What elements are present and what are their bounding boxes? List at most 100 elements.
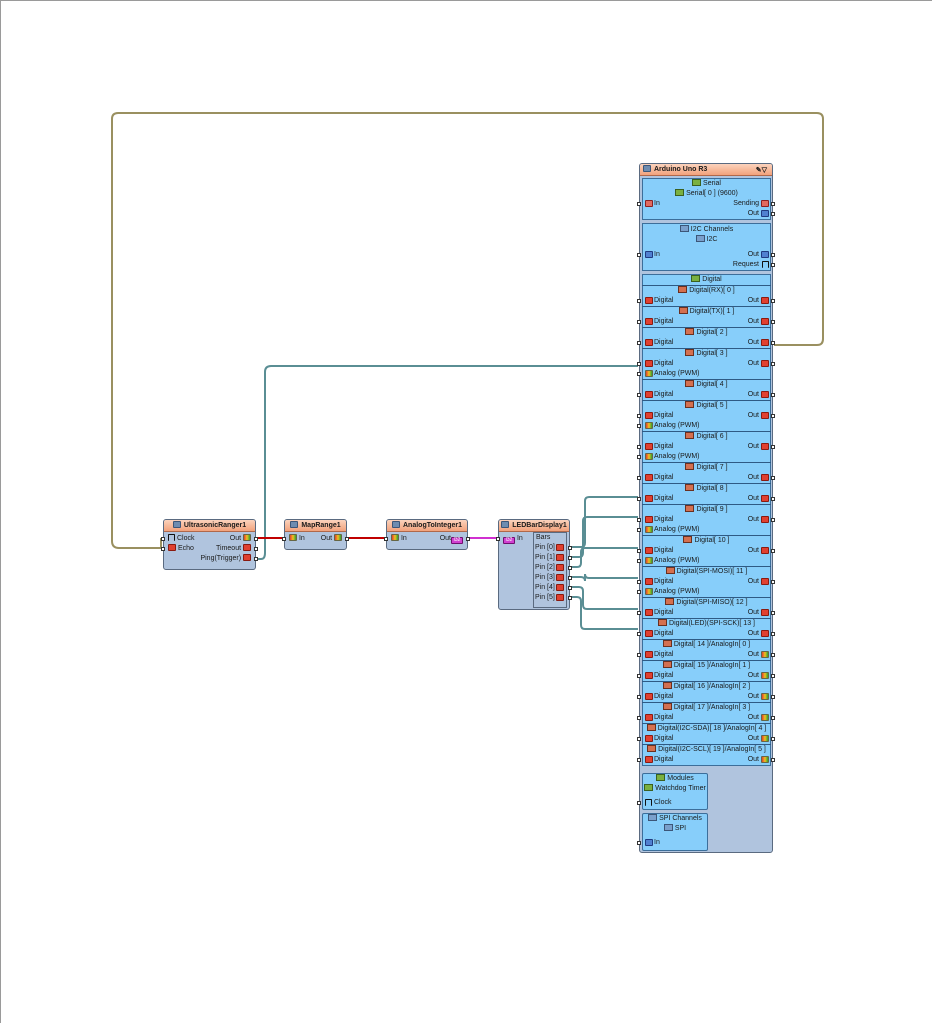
port-dot[interactable] — [771, 580, 775, 584]
port-dot[interactable] — [637, 299, 641, 303]
port-dot[interactable] — [771, 320, 775, 324]
channel-row[interactable]: Analog (PWM) — [642, 587, 771, 597]
port-dot[interactable] — [637, 841, 641, 845]
port-dot[interactable] — [637, 202, 641, 206]
pin-out[interactable]: Out — [230, 534, 251, 543]
wire-led-pin-0[interactable] — [571, 496, 638, 548]
port-dot[interactable] — [637, 455, 641, 459]
settings-icon[interactable]: ✎▽ — [755, 167, 767, 174]
port-dot[interactable] — [637, 445, 641, 449]
port-dot[interactable] — [771, 393, 775, 397]
port-dot[interactable] — [771, 497, 775, 501]
port-dot[interactable] — [771, 445, 775, 449]
port-dot[interactable] — [771, 549, 775, 553]
port-dot[interactable] — [637, 632, 641, 636]
channel-row[interactable]: Analog (PWM) — [642, 452, 771, 462]
port-dot[interactable] — [771, 362, 775, 366]
port-dot[interactable] — [771, 341, 775, 345]
port-dot[interactable] — [637, 549, 641, 553]
port-dot[interactable] — [771, 716, 775, 720]
channel-row[interactable]: Analog (PWM) — [642, 369, 771, 379]
port-dot[interactable] — [637, 580, 641, 584]
channel-row[interactable]: Analog (PWM) — [642, 525, 771, 535]
component-ultrasonic-ranger[interactable]: UltrasonicRanger1 Clock Echo Out Timeout… — [161, 519, 258, 570]
port-dot[interactable] — [771, 518, 775, 522]
port-dot[interactable] — [771, 476, 775, 480]
channel-row[interactable]: Analog (PWM) — [642, 556, 771, 566]
wire-led-pin-5[interactable] — [571, 596, 638, 630]
port-dot[interactable] — [637, 695, 641, 699]
port-dot[interactable] — [637, 611, 641, 615]
component-title[interactable]: UltrasonicRanger1 — [164, 520, 255, 532]
port-dot[interactable] — [637, 674, 641, 678]
port-dot[interactable] — [637, 518, 641, 522]
port-dot[interactable] — [771, 263, 775, 267]
pin-timeout[interactable]: Timeout — [216, 544, 251, 553]
pin-ping-trigger[interactable]: Ping(Trigger) — [200, 554, 251, 563]
port-dot[interactable] — [637, 559, 641, 563]
wire-led-pin-1[interactable] — [571, 516, 638, 558]
port-dot[interactable] — [771, 611, 775, 615]
port-dot[interactable] — [637, 528, 641, 532]
pin-bar-3[interactable]: Pin [3] — [535, 573, 566, 582]
port-dot[interactable] — [637, 424, 641, 428]
port-dot[interactable] — [771, 758, 775, 762]
port-dot[interactable] — [637, 758, 641, 762]
port-dot[interactable] — [637, 801, 641, 805]
pin-echo[interactable]: Echo — [168, 544, 194, 553]
port-dot[interactable] — [771, 202, 775, 206]
port-dot[interactable] — [568, 556, 572, 560]
wire-led-pin-2[interactable] — [571, 547, 638, 568]
port-dot[interactable] — [384, 537, 388, 541]
port-dot[interactable] — [254, 547, 258, 551]
pin-in[interactable]: In — [289, 534, 305, 543]
port-dot[interactable] — [254, 557, 258, 561]
port-dot[interactable] — [771, 737, 775, 741]
port-dot[interactable] — [568, 546, 572, 550]
port-dot[interactable] — [771, 632, 775, 636]
port-dot[interactable] — [771, 695, 775, 699]
port-dot[interactable] — [637, 716, 641, 720]
port-dot[interactable] — [568, 586, 572, 590]
port-dot[interactable] — [637, 497, 641, 501]
component-title[interactable]: Arduino Uno R3 ✎▽ — [640, 164, 772, 176]
port-dot[interactable] — [568, 566, 572, 570]
channel-row[interactable]: In — [642, 838, 708, 848]
pin-in[interactable]: I32 In — [503, 534, 523, 544]
port-dot[interactable] — [637, 372, 641, 376]
port-dot[interactable] — [637, 414, 641, 418]
port-dot[interactable] — [637, 653, 641, 657]
component-led-bar-display[interactable]: LEDBarDisplay1 I32 In Bars Pin [0]Pin [1… — [496, 519, 572, 610]
port-dot[interactable] — [771, 674, 775, 678]
component-title[interactable]: LEDBarDisplay1 — [499, 520, 569, 532]
port-dot[interactable] — [771, 253, 775, 257]
port-dot[interactable] — [496, 537, 500, 541]
port-dot[interactable] — [466, 537, 470, 541]
port-dot[interactable] — [345, 537, 349, 541]
component-map-range[interactable]: MapRange1 In Out — [282, 519, 349, 550]
channel-row[interactable]: Request — [642, 260, 771, 270]
pin-clock[interactable]: Clock — [168, 534, 194, 543]
port-dot[interactable] — [282, 537, 286, 541]
port-dot[interactable] — [161, 537, 165, 541]
port-dot[interactable] — [637, 476, 641, 480]
